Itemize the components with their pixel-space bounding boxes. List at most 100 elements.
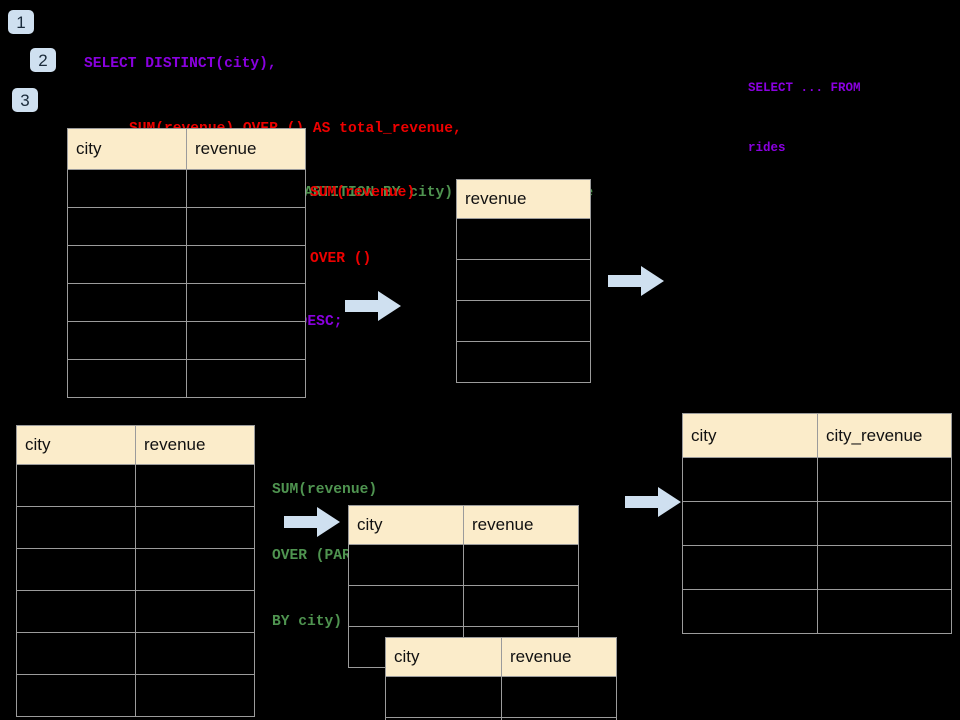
arrow-source-to-partition (284, 507, 340, 537)
cell-revenue (186, 169, 306, 208)
annotation-total-revenue-line-1: SUM(revenue) (310, 185, 416, 201)
table-row (456, 218, 591, 260)
step-badge-1[interactable]: 1 (8, 10, 34, 34)
cell-revenue (456, 259, 591, 301)
cell-revenue (186, 321, 306, 360)
table-row (67, 321, 306, 360)
rides-source-table-bottom: city revenue (16, 425, 255, 717)
cell-revenue (135, 548, 255, 591)
cell-revenue (186, 245, 306, 284)
cell-revenue (501, 717, 617, 720)
cell-revenue (186, 359, 306, 398)
table-row (348, 544, 579, 586)
table-header-row: city revenue (385, 637, 617, 677)
table-header-row: city revenue (67, 128, 306, 170)
step-badge-3[interactable]: 3 (12, 88, 38, 112)
arrow-source-to-revenue (345, 291, 401, 321)
table-row (456, 341, 591, 383)
table-body (385, 676, 617, 720)
cell-city (67, 359, 187, 398)
table-row (682, 457, 952, 502)
column-header-city: city (16, 425, 136, 465)
cell-city (682, 457, 818, 502)
table-row (682, 501, 952, 546)
table-header-row: revenue (456, 179, 591, 219)
column-header-city: city (67, 128, 187, 170)
column-header-revenue: revenue (186, 128, 306, 170)
cell-city-revenue (817, 457, 952, 502)
total-revenue-table: revenue (456, 179, 591, 383)
cell-revenue (135, 590, 255, 633)
table-row (67, 283, 306, 322)
result-table: city city_revenue (682, 413, 952, 634)
column-header-city: city (385, 637, 502, 677)
cell-revenue (186, 207, 306, 246)
table-body (16, 464, 255, 717)
table-row (456, 259, 591, 301)
annotation-city-revenue-line-3: BY city) (272, 614, 343, 630)
column-header-revenue: revenue (135, 425, 255, 465)
cell-city (682, 545, 818, 590)
table-row (348, 585, 579, 627)
cell-city (67, 169, 187, 208)
cell-revenue (456, 341, 591, 383)
cell-city (16, 464, 136, 507)
table-row (67, 359, 306, 398)
step-badge-2[interactable]: 2 (30, 48, 56, 72)
cell-city-revenue (817, 545, 952, 590)
cell-city (682, 501, 818, 546)
table-header-row: city revenue (16, 425, 255, 465)
table-row (682, 589, 952, 634)
sql-note-line-2: rides (748, 141, 786, 155)
cell-revenue (463, 585, 579, 627)
annotation-total-revenue: SUM(revenue) OVER () (310, 138, 415, 314)
sql-line-1: SELECT DISTINCT(city), (84, 56, 277, 72)
cell-revenue (463, 544, 579, 586)
rides-source-table-top: city revenue (67, 128, 306, 398)
cell-revenue (186, 283, 306, 322)
cell-revenue (135, 632, 255, 675)
table-body (456, 218, 591, 383)
cell-city (16, 632, 136, 675)
table-row (16, 674, 255, 717)
column-header-city: city (348, 505, 464, 545)
column-header-city: city (682, 413, 818, 458)
cell-city (16, 506, 136, 549)
column-header-revenue: revenue (456, 179, 591, 219)
annotation-city-revenue-line-1: SUM(revenue) (272, 482, 378, 498)
cell-city-revenue (817, 589, 952, 634)
table-row (16, 632, 255, 675)
table-row (682, 545, 952, 590)
table-row (385, 717, 617, 720)
table-row (456, 300, 591, 342)
cell-city (67, 283, 187, 322)
table-row (67, 245, 306, 284)
cell-city (67, 207, 187, 246)
column-header-city-revenue: city_revenue (817, 413, 952, 458)
cell-revenue (501, 676, 617, 718)
cell-city (16, 590, 136, 633)
table-row (67, 207, 306, 246)
cell-city (385, 676, 502, 718)
cell-revenue (456, 300, 591, 342)
table-body (682, 457, 952, 634)
cell-city (348, 585, 464, 627)
table-header-row: city revenue (348, 505, 579, 545)
sql-note-line-1: SELECT ... FROM (748, 81, 861, 95)
cell-revenue (135, 464, 255, 507)
arrow-revenue-to-result (608, 266, 664, 296)
cell-city (16, 674, 136, 717)
sql-note-select-from: SELECT ... FROM rides (748, 38, 861, 198)
arrow-partition-to-result (625, 487, 681, 517)
partition-table-b: city revenue (385, 637, 617, 720)
table-row (67, 169, 306, 208)
table-row (16, 464, 255, 507)
table-row (16, 548, 255, 591)
cell-city (67, 245, 187, 284)
column-header-revenue: revenue (463, 505, 579, 545)
table-row (16, 590, 255, 633)
cell-city (16, 548, 136, 591)
annotation-total-revenue-line-2: OVER () (310, 251, 372, 267)
column-header-revenue: revenue (501, 637, 617, 677)
